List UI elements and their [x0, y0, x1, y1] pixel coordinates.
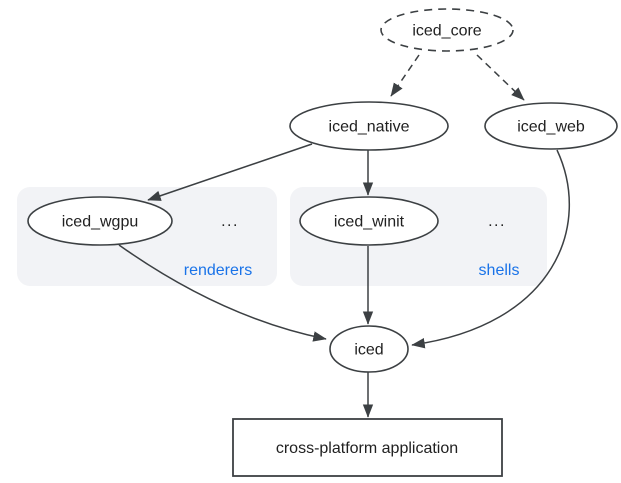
edge-iced-core-to-iced-web — [476, 54, 525, 101]
node-iced-label: iced — [354, 342, 383, 359]
edge-iced-wgpu-to-iced — [118, 244, 327, 342]
edge-iced-web-to-iced — [411, 149, 570, 349]
node-iced-web — [484, 102, 618, 150]
node-iced-wgpu — [27, 196, 173, 246]
node-iced-core — [380, 8, 514, 52]
node-iced-core-label: iced_core — [412, 23, 481, 40]
shells-group-label: shells — [479, 262, 520, 279]
node-iced-native-label: iced_native — [329, 119, 410, 136]
node-iced-native — [289, 101, 449, 151]
node-iced — [329, 325, 409, 373]
renderers-group-label: renderers — [184, 262, 252, 279]
node-iced-winit — [299, 196, 439, 246]
node-iced-wgpu-label: iced_wgpu — [62, 214, 139, 231]
node-iced-winit-label: iced_winit — [334, 214, 405, 231]
node-cross-platform-application-label: cross-platform application — [276, 440, 458, 457]
edge-iced-core-to-iced-native — [390, 54, 420, 97]
node-cross-platform-application — [232, 418, 503, 477]
edge-iced-native-to-iced-wgpu — [147, 143, 313, 201]
renderers-ellipsis: ... — [221, 213, 239, 230]
shells-ellipsis: ... — [488, 213, 506, 230]
node-iced-web-label: iced_web — [517, 119, 585, 136]
